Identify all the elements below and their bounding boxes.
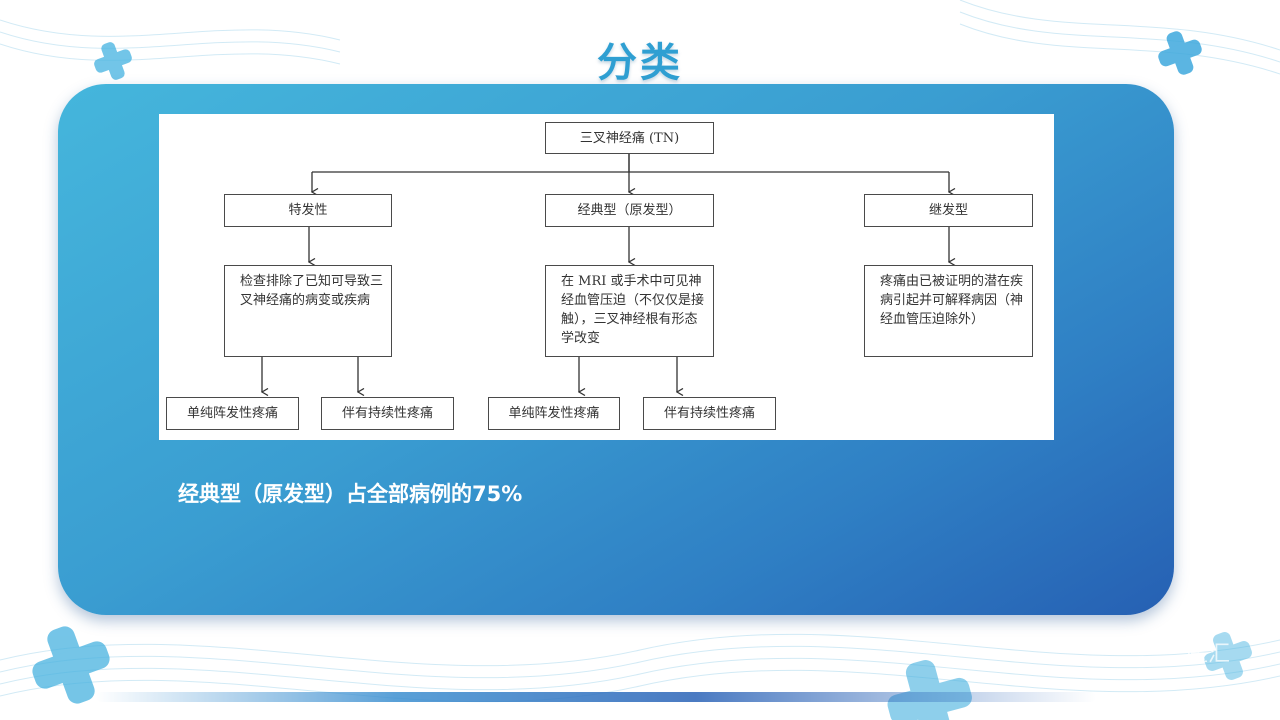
bottom-accent-bar	[96, 692, 1096, 702]
classification-diagram: 三叉神经痛 (TN) 特发性 经典型（原发型） 继发型 检查排除了已知可导致三叉…	[159, 114, 1054, 440]
node-subtype-classical-persistent: 伴有持续性疼痛	[643, 397, 776, 430]
node-root: 三叉神经痛 (TN)	[545, 122, 714, 154]
cross-plus-icon	[1158, 31, 1202, 75]
page-title: 分类	[597, 40, 683, 86]
diagram-connectors	[159, 154, 1054, 440]
node-subtype-classical-paroxysmal: 单纯阵发性疼痛	[488, 397, 620, 430]
node-subtype-idiopathic-paroxysmal: 单纯阵发性疼痛	[166, 397, 299, 430]
cross-plus-icon	[94, 42, 132, 80]
node-desc-classical: 在 MRI 或手术中可见神经血管压迫（不仅仅是接触），三叉神经根有形态学改变	[545, 265, 714, 357]
brand-logo: 医汇	[1186, 642, 1231, 667]
node-type-secondary: 继发型	[864, 194, 1033, 227]
node-desc-secondary: 疼痛由已被证明的潜在疾病引起并可解释病因（神经血管压迫除外）	[864, 265, 1033, 357]
node-desc-idiopathic: 检查排除了已知可导致三叉神经痛的病变或疾病	[224, 265, 392, 357]
slide-caption: 经典型（原发型）占全部病例的75%	[178, 482, 523, 506]
cross-plus-icon	[32, 626, 110, 704]
cross-plus-icon	[1204, 632, 1252, 680]
node-type-classical: 经典型（原发型）	[545, 194, 714, 227]
cross-plus-icon	[887, 660, 972, 720]
node-subtype-idiopathic-persistent: 伴有持续性疼痛	[321, 397, 454, 430]
node-type-idiopathic: 特发性	[224, 194, 392, 227]
